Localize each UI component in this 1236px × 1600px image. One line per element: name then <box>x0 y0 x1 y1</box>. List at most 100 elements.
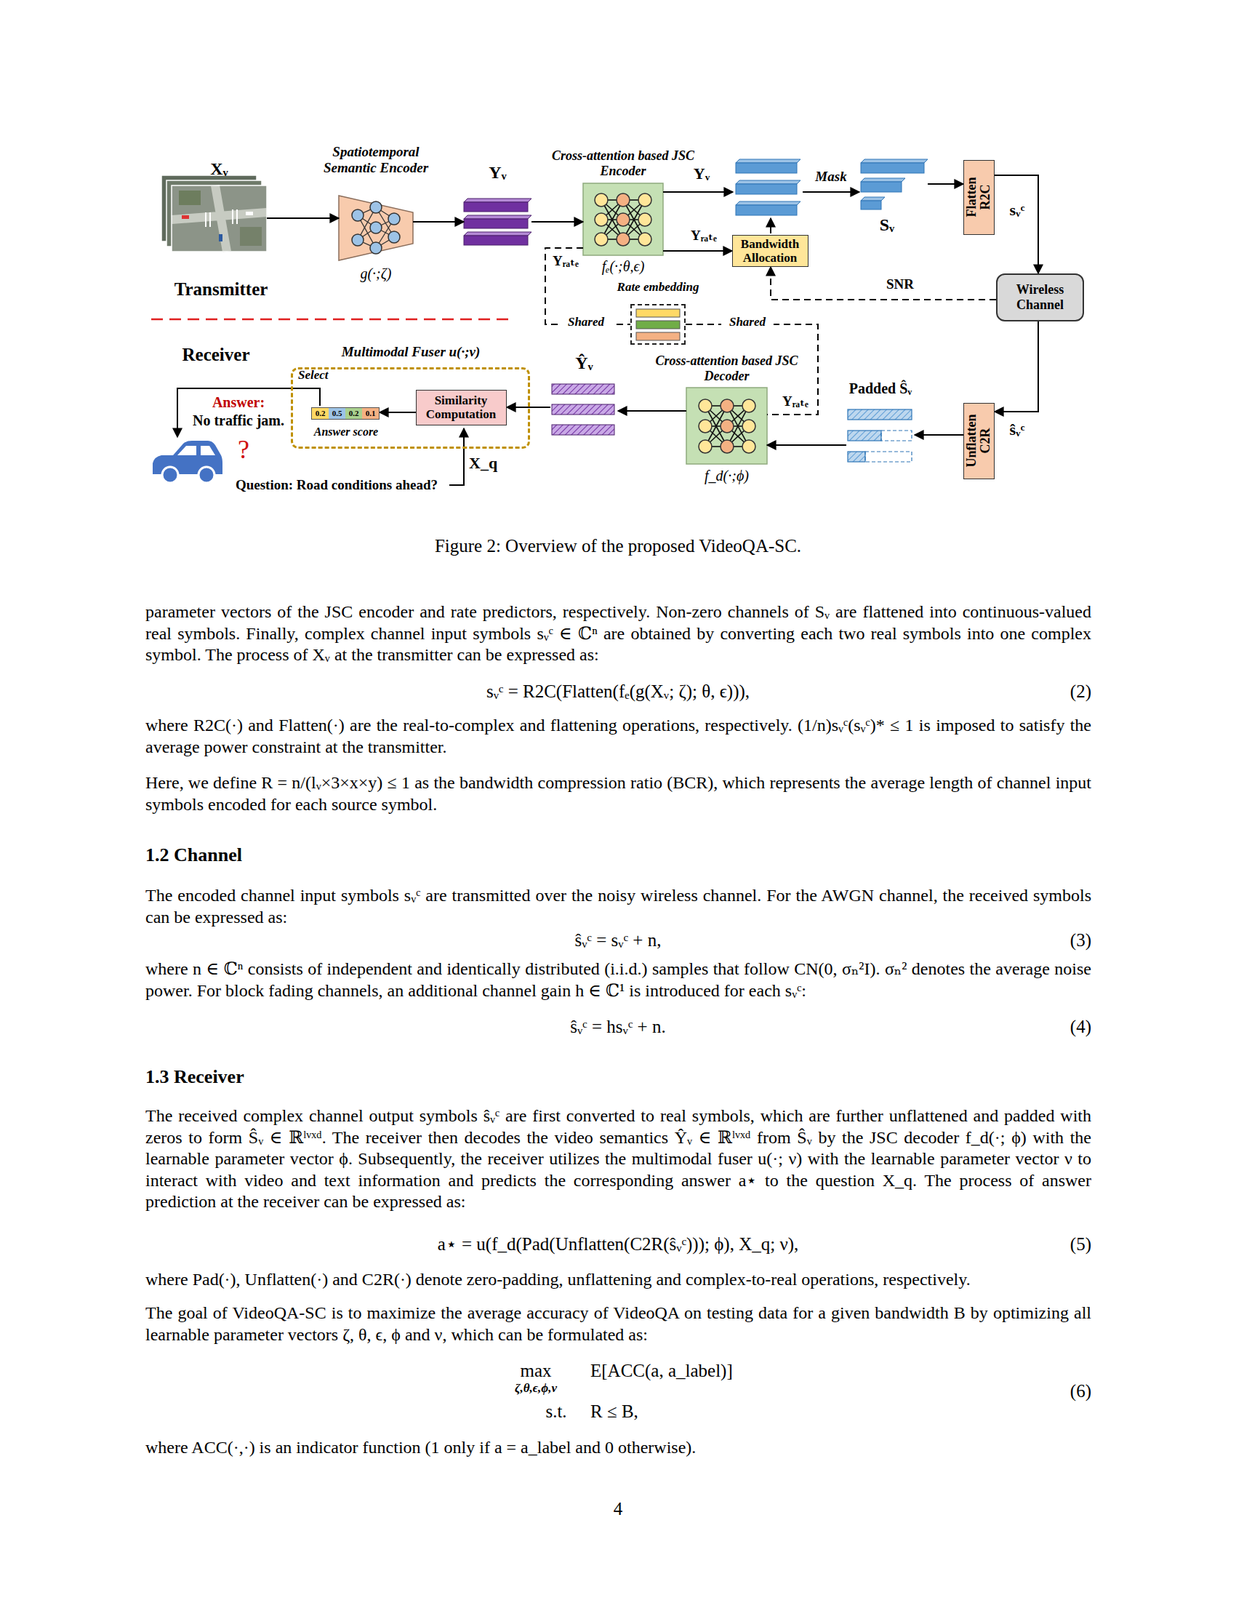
padded-bars <box>847 409 912 462</box>
diagram-node: 0.20.50.20.1Answer score <box>311 407 380 420</box>
connector-segment <box>412 221 464 223</box>
text-label: The received complex channel output symb… <box>145 1105 1092 1213</box>
text-label: (5) <box>1018 1233 1092 1255</box>
connector <box>618 410 687 412</box>
text-label: a⋆ = u(f_d(Pad(Unflatten(C2R(ŝᵥᶜ))); ϕ),… <box>327 1233 909 1255</box>
text-label: (3) <box>1018 929 1092 951</box>
semantic-encoder-shape <box>338 195 413 261</box>
connector-segment <box>379 411 416 413</box>
node-text: Cross-attention based JSC Decoder <box>646 353 808 384</box>
masked-bars <box>860 159 928 210</box>
node-text: Sᵥ <box>865 214 909 235</box>
text-label: X_q <box>468 453 506 473</box>
jsc-decoder-shape <box>686 387 768 464</box>
connector <box>770 266 997 300</box>
node-text: Bandwidth Allocation <box>732 237 808 265</box>
text-label: (6) <box>1018 1379 1092 1402</box>
text-label: Yᵣₐₜₑ <box>776 393 815 410</box>
node-text: Wireless Channel <box>997 282 1083 313</box>
node-text: 0.2 <box>311 407 329 419</box>
diagram-node: Wireless Channel <box>996 273 1085 322</box>
text-label: (2) <box>1018 680 1092 703</box>
diagram-node: Similarity Computation <box>415 389 507 426</box>
diagram-node: Ŷᵥ <box>550 380 618 439</box>
edge-label: Shared <box>559 314 613 330</box>
feature-bars <box>463 198 532 246</box>
connector-segment <box>767 444 847 446</box>
edge-label: SNR <box>878 276 922 293</box>
text-label: ζ,θ,ϵ,ϕ,ν <box>484 1380 587 1396</box>
node-text: 0.2 <box>345 407 363 419</box>
text-label: max <box>506 1359 565 1382</box>
select-line <box>177 388 320 437</box>
node-text: 0.5 <box>328 407 346 419</box>
connector-segment <box>994 321 1039 412</box>
diagram-node: Xᵥ <box>171 185 267 252</box>
feature-stack <box>735 159 801 216</box>
text-label: parameter vectors of the JSC encoder and… <box>145 601 1092 666</box>
text-label: where n ∈ ℂⁿ consists of independent and… <box>145 958 1092 1002</box>
diagram-node: Cross-attention based JSC Decoderf_d(·;ϕ… <box>686 387 768 464</box>
connector-segment <box>531 221 584 223</box>
text-label: 4 <box>581 1497 655 1520</box>
connector <box>767 444 847 446</box>
connector <box>663 250 733 252</box>
diagram-node: Unflatten C2R <box>963 402 995 480</box>
text-label: Here, we define R = n/(lᵥ×3×x×y) ≤ 1 as … <box>145 772 1092 816</box>
text-label: (4) <box>1018 1015 1092 1038</box>
diagram-node: Bandwidth Allocation <box>732 234 809 267</box>
text-label: No traffic jam. <box>183 411 294 429</box>
text-label: R ≤ B, <box>590 1400 736 1423</box>
diagram-node: Spatiotemporal Semantic Encoderg(·;ζ) <box>338 195 413 261</box>
node-text: Yᵥ <box>463 162 532 183</box>
text-label: The goal of VideoQA-SC is to maximize th… <box>145 1302 1092 1346</box>
rate-embedding-bars <box>636 309 680 341</box>
text-label: 1.3 Receiver <box>145 1065 582 1088</box>
connector-segment <box>927 183 964 185</box>
connector-segment <box>266 217 339 219</box>
node-text: Rate embedding <box>601 279 715 295</box>
edge-label: Shared <box>721 314 774 330</box>
connector-segment <box>802 191 860 193</box>
connector-segment <box>618 410 687 412</box>
node-text: g(·;ζ) <box>316 264 435 283</box>
text-label: 1.2 Channel <box>145 843 582 866</box>
connector <box>531 221 584 223</box>
node-text: Cross-attention based JSC Encoder <box>546 148 700 179</box>
text-label: ŝᵥᶜ = sᵥᶜ + n, <box>327 929 909 951</box>
text-label: Yᵣₐₜₑ <box>548 253 584 270</box>
text-label: Transmitter <box>148 278 294 301</box>
text-label: s.t. <box>530 1400 582 1423</box>
text-label: Receiver <box>143 343 289 366</box>
text-label: ŝᵥᶜ = hsᵥᶜ + n. <box>327 1015 909 1038</box>
diagram-node: Flatten R2C <box>963 159 995 235</box>
connector <box>663 191 860 193</box>
connector-segment <box>914 434 964 436</box>
connector <box>914 434 964 436</box>
connector <box>927 183 964 185</box>
connector-segment <box>663 250 733 252</box>
connector <box>412 221 464 223</box>
figure-caption: Figure 2: Overview of the proposed Video… <box>290 535 946 557</box>
edge-label: Yᵣₐₜₑ <box>683 227 725 244</box>
diagram-node: Rate embedding <box>630 303 686 345</box>
text-label: E[ACC(a, a_label)] <box>590 1359 824 1382</box>
edge-label: Mask <box>809 168 853 185</box>
node-text: 0.1 <box>362 407 379 419</box>
car-icon <box>152 440 223 483</box>
connector <box>266 218 339 219</box>
diagram-node: Padded Ŝᵥ <box>846 405 915 464</box>
text-label: Yᵥ <box>687 164 717 184</box>
node-text: Xᵥ <box>171 158 267 179</box>
text-label: where ACC(·,·) is an indicator function … <box>145 1436 1092 1459</box>
node-text: Ŷᵥ <box>550 352 618 373</box>
text-label: where R2C(·) and Flatten(·) are the real… <box>145 714 1092 758</box>
text-label: where Pad(·), Unflatten(·) and C2R(·) de… <box>145 1268 1092 1291</box>
edge-label: sᵥᶜ <box>1001 200 1034 220</box>
connector <box>379 412 416 413</box>
jsc-encoder-shape <box>583 183 664 256</box>
text-label: ? <box>232 434 255 464</box>
allocation-arrow <box>769 218 772 234</box>
divider-line <box>151 318 510 321</box>
